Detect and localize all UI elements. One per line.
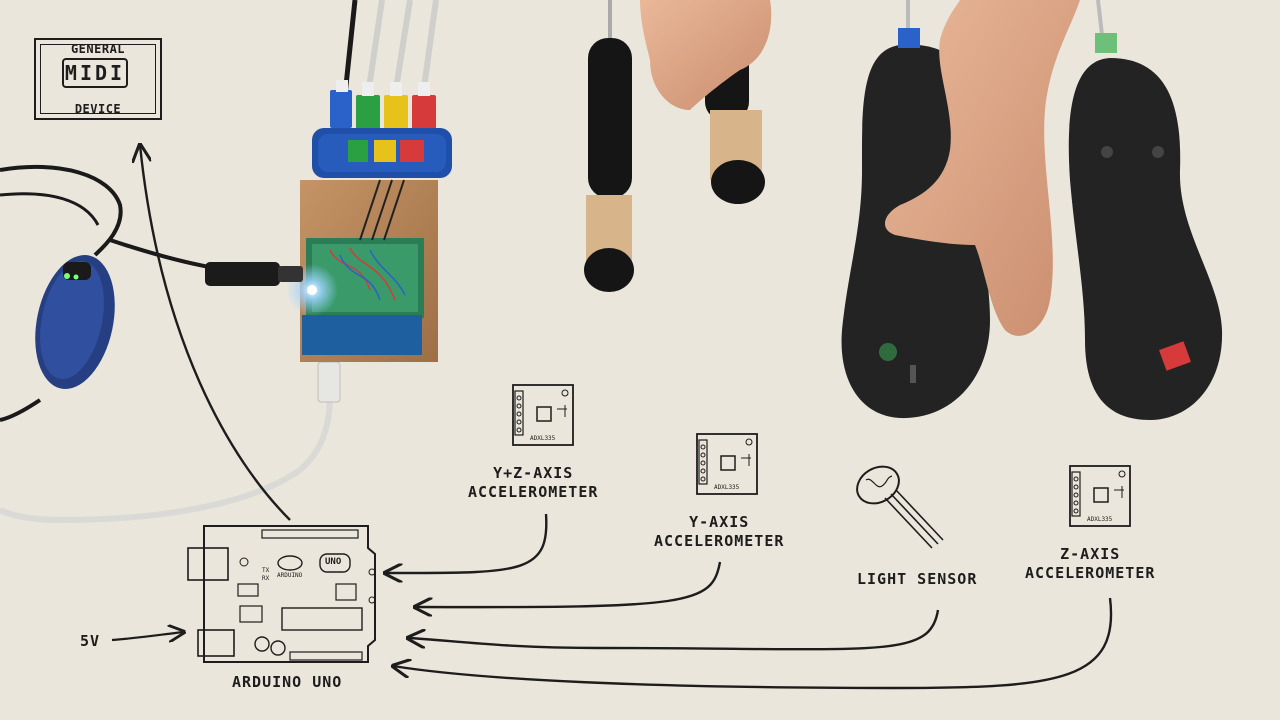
midi-logo: MIDI: [62, 58, 128, 88]
label-y-accelerometer: Y-AXIS ACCELEROMETER: [654, 513, 784, 551]
label-yz-accelerometer: Y+Z-AXIS ACCELEROMETER: [468, 464, 598, 502]
arrow-yz-to-arduino: [385, 513, 548, 573]
insole-right: [1068, 58, 1223, 420]
hand-on-insole: [884, 0, 1080, 336]
general-midi-device: GENERAL MIDI DEVICE: [34, 38, 162, 120]
sensor-chip-yz: [512, 384, 574, 446]
label-light-sensor: LIGHT SENSOR: [857, 570, 978, 588]
arrow-arduino-to-midi: [140, 145, 291, 521]
insole-cables: [898, 0, 1117, 53]
arrow-y-to-arduino: [415, 561, 722, 607]
chip-text-z: ADXL335: [1087, 516, 1113, 523]
label-yz-line2: ACCELEROMETER: [468, 483, 599, 501]
arrow-light-to-arduino: [408, 609, 940, 651]
arduino-tx-text: TX: [262, 567, 270, 574]
midi-device-line1: GENERAL: [70, 42, 126, 56]
power-plug: [205, 262, 280, 286]
usb-cable-grey: [0, 359, 334, 524]
arrow-5v: [111, 632, 184, 640]
hub-cables: [342, 0, 439, 96]
usb-hub: [312, 128, 452, 178]
chip-text-y: ADXL335: [714, 484, 740, 491]
light-sensor-drawing: [856, 465, 944, 549]
coloured-plugs: [330, 80, 436, 130]
arduino-board-drawing: [187, 525, 376, 663]
sensor-chip-z: [1069, 465, 1131, 527]
usb-cable-black: [0, 164, 216, 422]
label-z-line2: ACCELEROMETER: [1025, 564, 1156, 582]
arduino-rx-text: RX: [262, 575, 270, 582]
midi-device-line2: DEVICE: [74, 102, 122, 116]
label-y-line2: ACCELEROMETER: [654, 532, 785, 550]
midi-device-inner-frame: [40, 44, 156, 114]
label-y-line1: Y-AXIS: [689, 513, 750, 531]
label-z-accelerometer: Z-AXIS ACCELEROMETER: [1025, 545, 1155, 583]
midi-interface-dongle: [35, 255, 115, 389]
usb-plug: [317, 361, 341, 403]
label-arduino-uno: ARDUINO UNO: [232, 673, 343, 691]
led: [307, 285, 317, 295]
drumstick-left: [584, 0, 634, 292]
sensor-chip-y: [696, 433, 758, 495]
chip-text-yz: ADXL335: [530, 435, 556, 442]
label-yz-line1: Y+Z-AXIS: [493, 464, 574, 482]
arduino-uno-logo: UNO: [325, 557, 342, 567]
label-z-line1: Z-AXIS: [1060, 545, 1121, 563]
hand-top: [640, 0, 772, 110]
arrow-z-to-arduino: [393, 597, 1113, 690]
arduino-brand-text: ARDUINO: [277, 572, 303, 579]
label-5v: 5V: [80, 632, 101, 650]
